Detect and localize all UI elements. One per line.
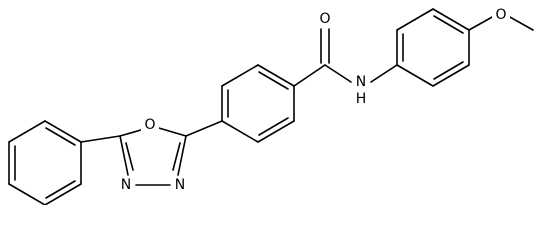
methoxyphenyl-ring <box>396 8 470 87</box>
atom-labels: O N H O O N N <box>117 6 510 194</box>
phenyl-ring <box>8 120 82 205</box>
double-bond-inner <box>172 142 181 171</box>
double-bond-inner <box>433 15 464 34</box>
bond <box>177 135 187 176</box>
molecule-diagram: O N H O O N N <box>8 6 534 205</box>
bond <box>8 183 46 205</box>
bond <box>396 8 434 31</box>
ether-oxygen-label: O <box>495 7 506 23</box>
double-bond-inner <box>258 117 289 136</box>
bond <box>185 120 223 137</box>
ring-nitrogen-label: N <box>121 177 131 193</box>
benzene-ring-central <box>221 64 295 143</box>
structure-drawing: O N H O O N N <box>8 6 534 205</box>
bond <box>257 120 295 143</box>
amide-nitrogen-label: N <box>356 74 366 90</box>
bond <box>80 135 121 143</box>
bond <box>221 120 259 143</box>
bond <box>370 64 398 83</box>
bond <box>119 135 129 176</box>
bond <box>44 120 82 143</box>
bond <box>8 120 46 143</box>
bond <box>257 64 295 87</box>
carbonyl-oxygen-label: O <box>319 11 330 27</box>
bond <box>44 183 82 205</box>
double-bond-inner <box>45 180 76 199</box>
bond <box>432 64 470 87</box>
bond <box>221 64 259 87</box>
amide-hydrogen-label: H <box>356 91 367 107</box>
double-bond-inner <box>125 142 134 171</box>
bond <box>468 15 495 31</box>
oxadiazole-ring <box>119 125 187 186</box>
ring-oxygen-label: O <box>144 117 155 133</box>
methyl-bond <box>507 15 534 31</box>
bond <box>324 64 352 83</box>
double-bond-inner <box>45 127 76 146</box>
double-bond-inner <box>258 71 289 90</box>
bond <box>432 8 470 31</box>
double-bond-inner <box>433 61 464 80</box>
bond <box>293 64 326 87</box>
bond <box>396 64 434 87</box>
ring-nitrogen-label: N <box>175 177 185 193</box>
